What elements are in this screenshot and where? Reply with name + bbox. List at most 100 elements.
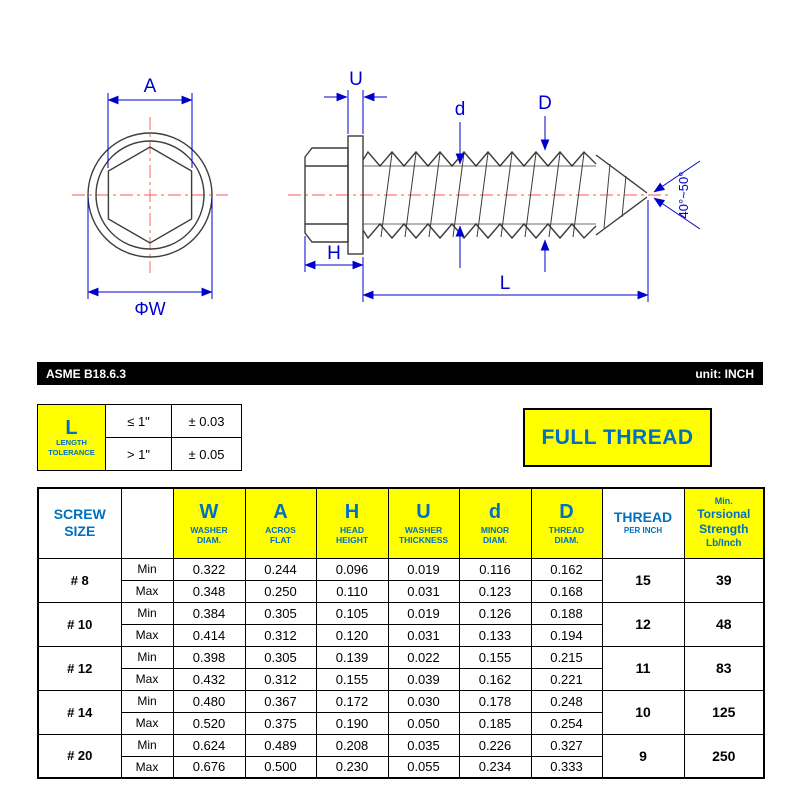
thread-per-inch-cell: 9 bbox=[601, 733, 685, 779]
thread-per-inch-cell: 15 bbox=[601, 557, 685, 603]
table-row: # 8 Min 0.322 0.244 0.096 0.019 0.116 0.… bbox=[37, 557, 765, 603]
tolerance-symbol-cell: L LENGTH TOLERANCE bbox=[37, 404, 106, 471]
max-label-cell: Max bbox=[120, 667, 174, 691]
value-cell: 0.305 bbox=[244, 601, 317, 625]
min-label-cell: Min bbox=[120, 689, 174, 713]
strength-cell: 83 bbox=[683, 645, 765, 691]
minmax-header bbox=[120, 487, 174, 559]
value-cell: 0.375 bbox=[244, 711, 317, 735]
value-cell: 0.162 bbox=[530, 557, 603, 581]
col-header-u: U WASHER THICKNESS bbox=[387, 487, 460, 559]
max-label-cell: Max bbox=[120, 755, 174, 779]
value-cell: 0.312 bbox=[244, 623, 317, 647]
value-cell: 0.676 bbox=[172, 755, 246, 779]
table-row: Max 0.676 0.500 0.230 0.055 0.234 0.333 bbox=[38, 755, 764, 779]
value-cell: 0.168 bbox=[530, 579, 603, 603]
washer-outer-circle bbox=[87, 132, 213, 258]
value-cell: 0.250 bbox=[244, 579, 317, 603]
spec-table: SCREW SIZE W WASHER DIAM. A ACROS FLAT H… bbox=[37, 487, 765, 779]
screw-size-cell: # 12 bbox=[37, 645, 122, 691]
value-cell: 0.019 bbox=[387, 557, 460, 581]
tolerance-condition: ≤ 1" bbox=[105, 404, 172, 438]
dim-label-angle: 40°~50° bbox=[676, 172, 691, 219]
dim-label-d: d bbox=[455, 99, 466, 120]
value-cell: 0.367 bbox=[244, 689, 317, 713]
value-cell: 0.384 bbox=[172, 601, 246, 625]
tip-top-edge bbox=[595, 154, 648, 194]
size-group-8: # 8 Min 0.322 0.244 0.096 0.019 0.116 0.… bbox=[37, 557, 765, 603]
max-label-cell: Max bbox=[120, 579, 174, 603]
washer-inner-circle bbox=[95, 140, 205, 250]
value-cell: 0.215 bbox=[530, 645, 603, 669]
table-row: # 20 Min 0.624 0.489 0.208 0.035 0.226 0… bbox=[37, 733, 765, 779]
value-cell: 0.178 bbox=[458, 689, 532, 713]
tolerance-table: L LENGTH TOLERANCE ≤ 1" ± 0.03 > 1" ± 0.… bbox=[37, 404, 242, 471]
value-cell: 0.162 bbox=[458, 667, 532, 691]
value-cell: 0.221 bbox=[530, 667, 603, 691]
value-cell: 0.432 bbox=[172, 667, 246, 691]
value-cell: 0.254 bbox=[530, 711, 603, 735]
screw-size-cell: # 20 bbox=[37, 733, 122, 779]
screw-size-header: SCREW SIZE bbox=[37, 487, 122, 559]
dim-label-a: A bbox=[144, 76, 157, 97]
max-label-cell: Max bbox=[120, 711, 174, 735]
value-cell: 0.208 bbox=[315, 733, 389, 757]
tolerance-title-line1: LENGTH bbox=[56, 438, 87, 448]
value-cell: 0.110 bbox=[315, 579, 389, 603]
strength-cell: 250 bbox=[683, 733, 765, 779]
value-cell: 0.172 bbox=[315, 689, 389, 713]
side-view bbox=[304, 135, 648, 255]
tolerance-condition: > 1" bbox=[105, 437, 172, 471]
value-cell: 0.030 bbox=[387, 689, 460, 713]
value-cell: 0.155 bbox=[315, 667, 389, 691]
value-cell: 0.050 bbox=[387, 711, 460, 735]
value-cell: 0.185 bbox=[458, 711, 532, 735]
dim-label-w: ΦW bbox=[134, 299, 165, 319]
value-cell: 0.105 bbox=[315, 601, 389, 625]
value-cell: 0.248 bbox=[530, 689, 603, 713]
value-cell: 0.234 bbox=[458, 755, 532, 779]
value-cell: 0.126 bbox=[458, 601, 532, 625]
value-cell: 0.305 bbox=[244, 645, 317, 669]
screw-size-cell: # 8 bbox=[37, 557, 122, 603]
value-cell: 0.398 bbox=[172, 645, 246, 669]
col-header-a: A ACROS FLAT bbox=[244, 487, 317, 559]
size-group-12: # 12 Min 0.398 0.305 0.139 0.022 0.155 0… bbox=[37, 645, 765, 691]
dim-label-l: L bbox=[500, 273, 511, 294]
value-cell: 0.190 bbox=[315, 711, 389, 735]
tolerance-value: ± 0.03 bbox=[171, 404, 242, 438]
value-cell: 0.244 bbox=[244, 557, 317, 581]
max-label-cell: Max bbox=[120, 623, 174, 647]
value-cell: 0.188 bbox=[530, 601, 603, 625]
thread-helix-lines bbox=[380, 152, 585, 238]
value-cell: 0.230 bbox=[315, 755, 389, 779]
min-label-cell: Min bbox=[120, 645, 174, 669]
standard-bar: ASME B18.6.3 unit: INCH bbox=[37, 362, 763, 385]
value-cell: 0.348 bbox=[172, 579, 246, 603]
washer-flange bbox=[347, 135, 364, 255]
value-cell: 0.120 bbox=[315, 623, 389, 647]
size-group-14: # 14 Min 0.480 0.367 0.172 0.030 0.178 0… bbox=[37, 689, 765, 735]
tip-bottom-edge bbox=[595, 196, 648, 236]
value-cell: 0.031 bbox=[387, 579, 460, 603]
value-cell: 0.489 bbox=[244, 733, 317, 757]
front-view bbox=[87, 132, 213, 258]
value-cell: 0.019 bbox=[387, 601, 460, 625]
full-thread-badge: FULL THREAD bbox=[523, 408, 712, 467]
col-header-d-thread: D THREAD DIAM. bbox=[530, 487, 603, 559]
thread-top-profile bbox=[362, 150, 597, 168]
table-row: # 12 Min 0.398 0.305 0.139 0.022 0.155 0… bbox=[37, 645, 765, 691]
value-cell: 0.322 bbox=[172, 557, 246, 581]
centerlines bbox=[72, 117, 670, 273]
table-row: Max 0.520 0.375 0.190 0.050 0.185 0.254 bbox=[38, 711, 764, 735]
table-row: # 10 Min 0.384 0.305 0.105 0.019 0.126 0… bbox=[37, 601, 765, 647]
thread-per-inch-cell: 10 bbox=[601, 689, 685, 735]
value-cell: 0.333 bbox=[530, 755, 603, 779]
value-cell: 0.096 bbox=[315, 557, 389, 581]
min-label-cell: Min bbox=[120, 557, 174, 581]
table-row: # 14 Min 0.480 0.367 0.172 0.030 0.178 0… bbox=[37, 689, 765, 735]
table-row: Max 0.348 0.250 0.110 0.031 0.123 0.168 bbox=[38, 579, 764, 603]
min-label-cell: Min bbox=[120, 733, 174, 757]
unit-label: unit: INCH bbox=[695, 366, 754, 381]
dim-label-u: U bbox=[349, 69, 363, 90]
